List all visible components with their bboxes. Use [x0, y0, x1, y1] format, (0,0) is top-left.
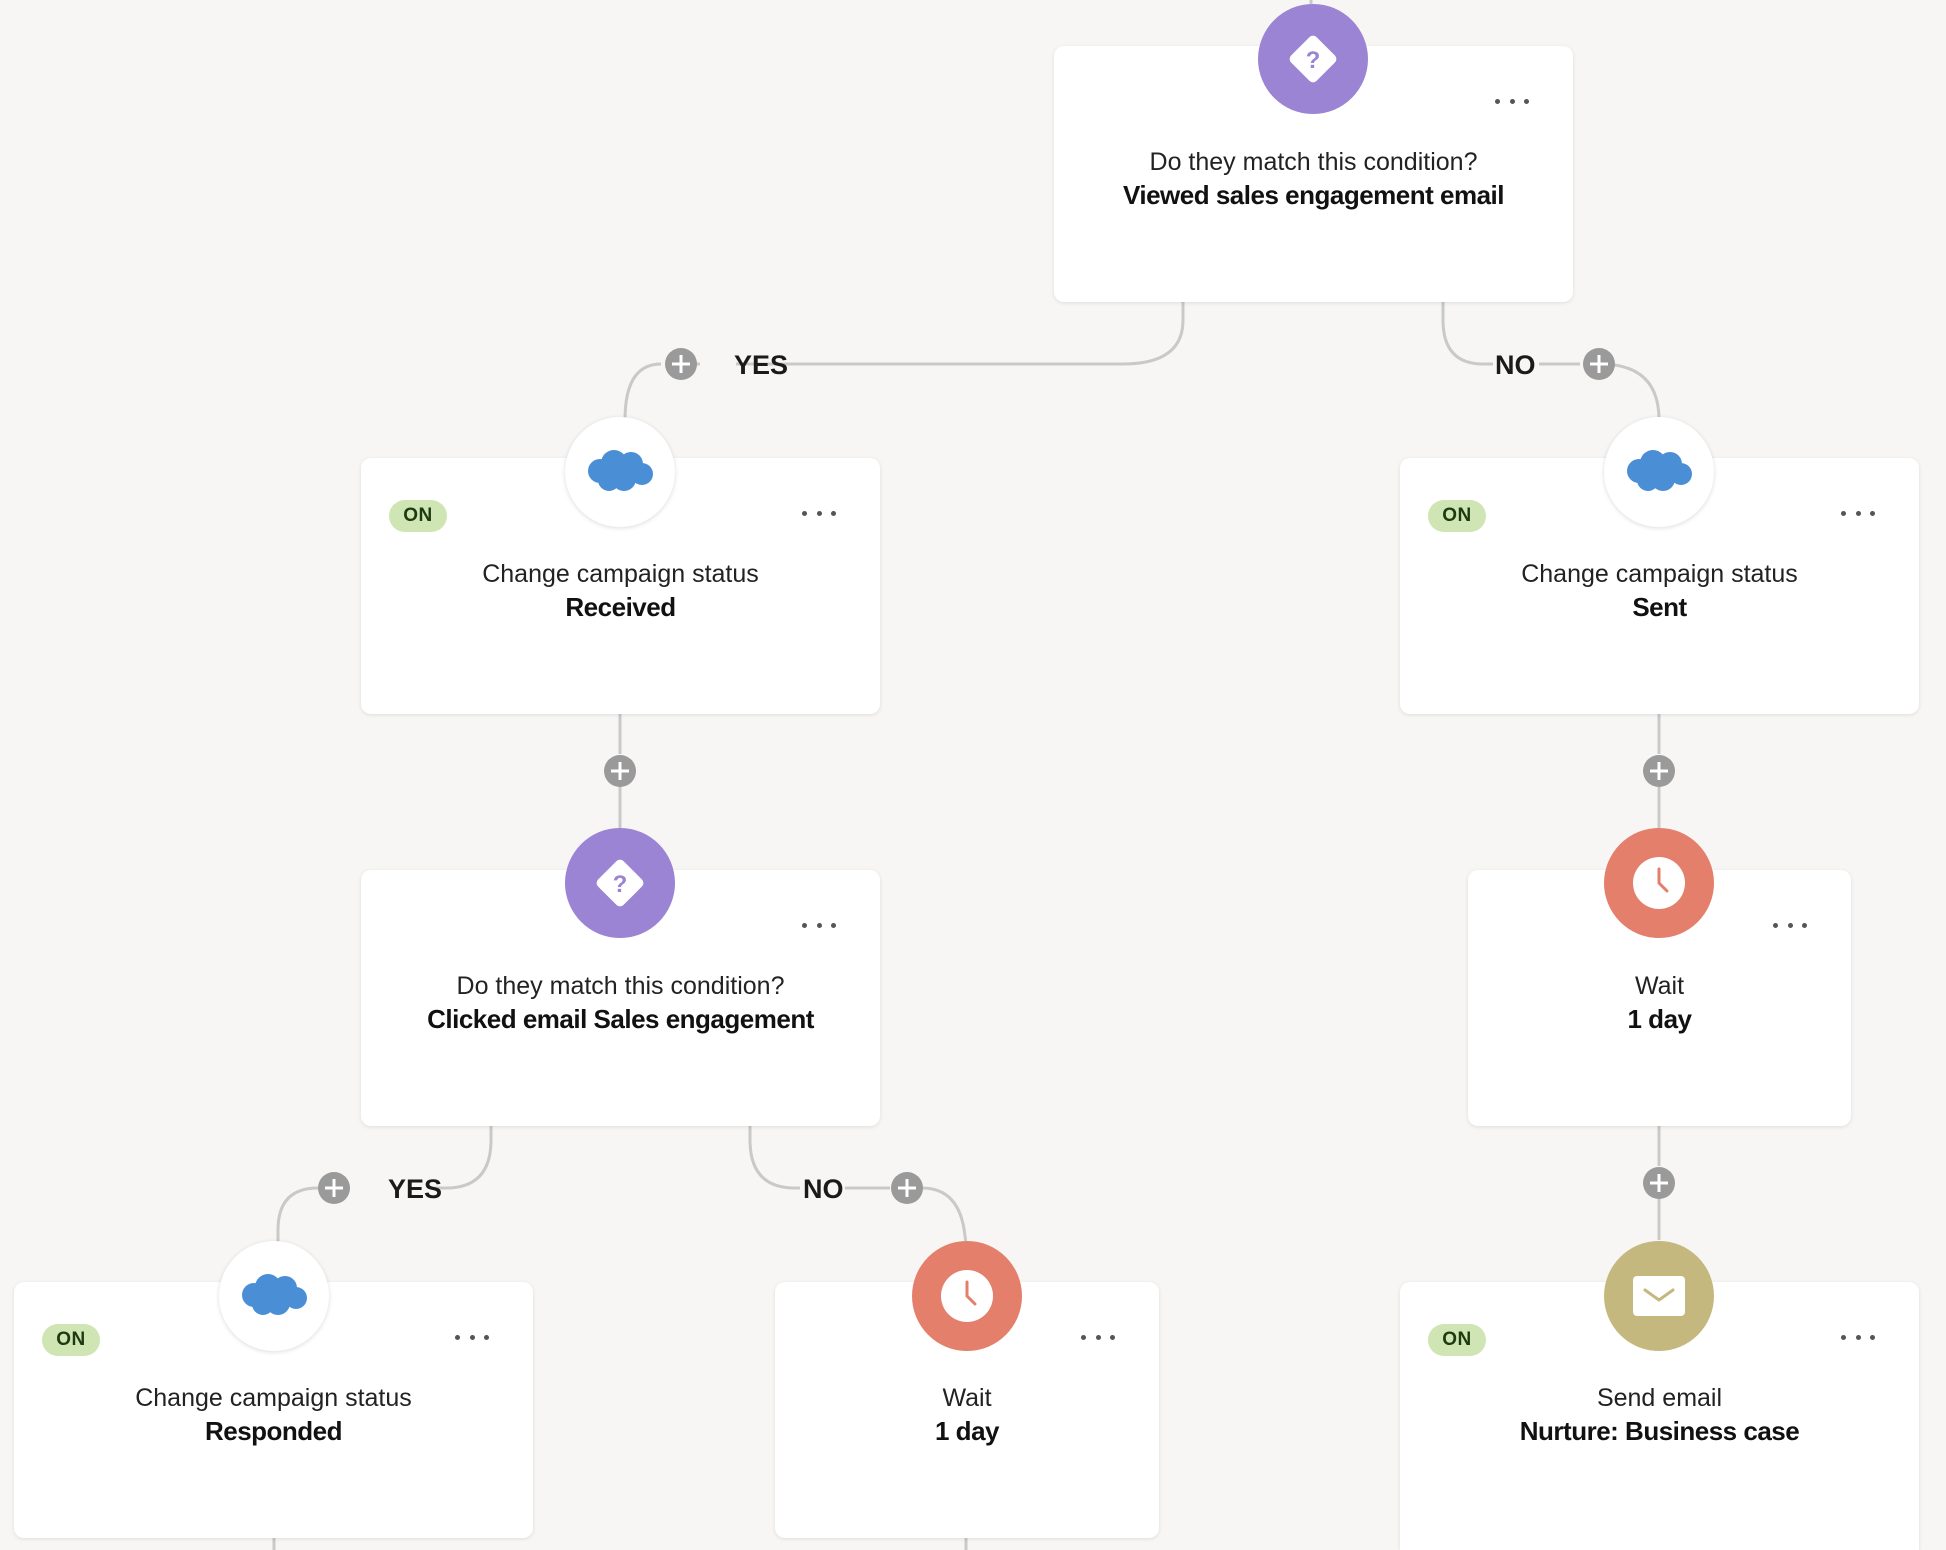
card-title: Send email: [1596, 1384, 1723, 1412]
more-options-icon[interactable]: [802, 918, 836, 932]
branch-label-yes: YES: [734, 350, 789, 380]
add-step-button[interactable]: [665, 348, 697, 380]
branch-label-no: NO: [1495, 350, 1536, 380]
more-options-icon[interactable]: [455, 1330, 489, 1344]
add-step-button[interactable]: [1643, 1167, 1675, 1199]
clock-icon: [1604, 828, 1714, 938]
envelope-icon: [1604, 1241, 1714, 1351]
card-title: Wait: [942, 1384, 992, 1412]
status-badge: ON: [1428, 1324, 1486, 1356]
card-title: Do they match this condition?: [456, 972, 785, 1000]
more-options-icon[interactable]: [1081, 1330, 1115, 1344]
card-value: Received: [565, 592, 676, 622]
add-step-button[interactable]: [604, 755, 636, 787]
salesforce-cloud-icon: [565, 417, 675, 527]
add-step-button[interactable]: [1643, 755, 1675, 787]
card-title: Do they match this condition?: [1149, 148, 1478, 176]
more-options-icon[interactable]: [802, 506, 836, 520]
condition-diamond-icon: ?: [565, 828, 675, 938]
wait-card-1-day[interactable]: Wait 1 day: [775, 1282, 1159, 1538]
card-value: Responded: [204, 1416, 343, 1446]
status-badge: ON: [42, 1324, 100, 1356]
card-value: 1 day: [935, 1416, 1000, 1446]
add-step-button[interactable]: [318, 1172, 350, 1204]
card-title: Wait: [1634, 972, 1685, 1000]
branch-label-no: NO: [803, 1174, 844, 1204]
add-step-button[interactable]: [1583, 348, 1615, 380]
card-value: Clicked email Sales engagement: [427, 1004, 814, 1034]
card-value: Viewed sales engagement email: [1123, 180, 1504, 210]
salesforce-cloud-icon: [1604, 417, 1714, 527]
condition-diamond-icon: ?: [1258, 4, 1368, 114]
svg-text:?: ?: [613, 871, 628, 898]
card-title: Change campaign status: [135, 1384, 412, 1412]
salesforce-cloud-icon: [219, 1241, 329, 1351]
card-title: Change campaign status: [482, 560, 759, 588]
more-options-icon[interactable]: [1495, 94, 1529, 108]
card-value: Sent: [1632, 592, 1687, 622]
more-options-icon[interactable]: [1841, 506, 1875, 520]
status-badge: ON: [389, 500, 447, 532]
status-badge: ON: [1428, 500, 1486, 532]
branch-label-yes: YES: [388, 1174, 443, 1204]
condition-card-viewed-email[interactable]: Do they match this condition? Viewed sal…: [1054, 46, 1573, 302]
card-value: 1 day: [1627, 1004, 1693, 1034]
card-value: Nurture: Business case: [1519, 1416, 1800, 1446]
more-options-icon[interactable]: [1773, 918, 1807, 932]
clock-icon: [912, 1241, 1022, 1351]
add-step-button[interactable]: [891, 1172, 923, 1204]
more-options-icon[interactable]: [1841, 1330, 1875, 1344]
svg-text:?: ?: [1306, 47, 1321, 74]
card-title: Change campaign status: [1521, 560, 1798, 588]
